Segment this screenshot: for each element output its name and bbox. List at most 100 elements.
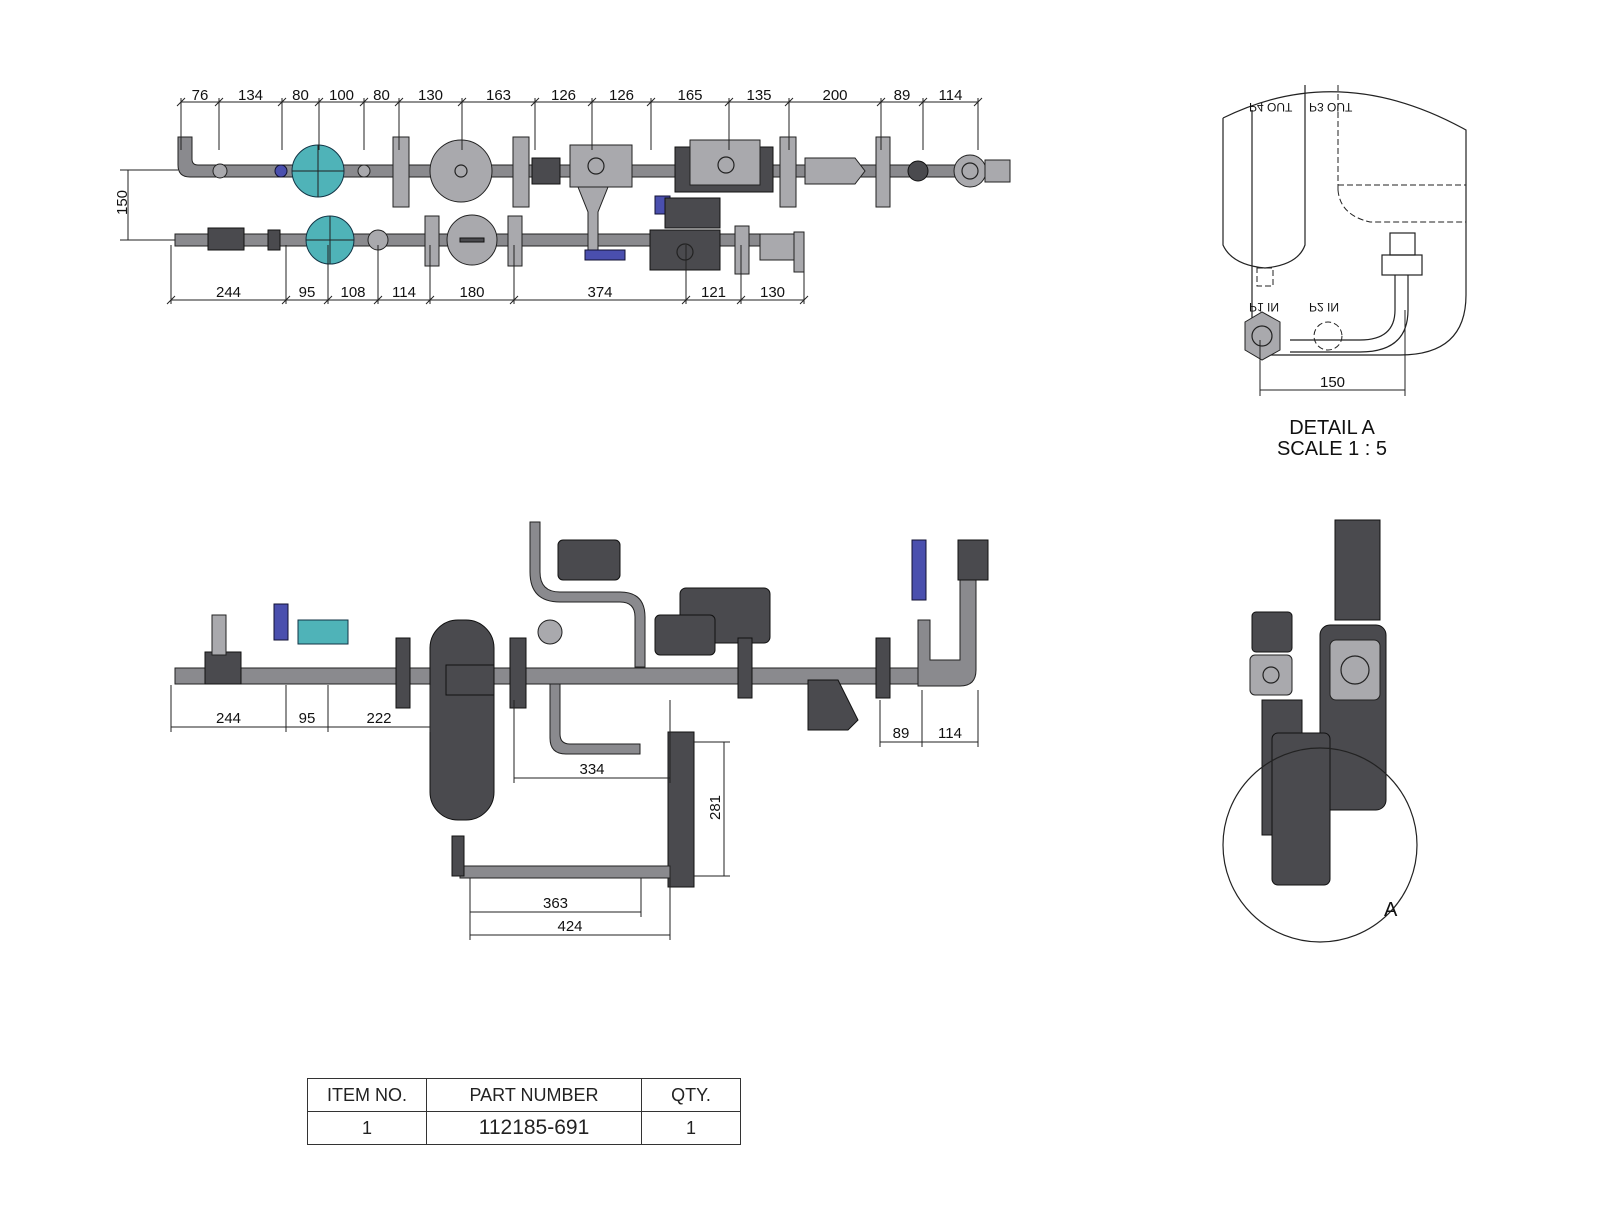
detail-a-circle [1222,747,1418,943]
union [957,539,989,581]
dim-281: 281 [707,795,724,820]
dimension-label: 363 [543,895,568,912]
port-label-p3-out: P3 OUT [1309,100,1353,114]
solenoid [204,651,242,685]
riser-pipe [529,521,646,668]
detail-dim-150: 150 [1320,374,1345,391]
dimension-label: 80 [292,87,309,104]
outlet-elbow [917,569,977,687]
dimension-label: 126 [609,87,634,104]
dimension-label: 89 [894,87,911,104]
flange [734,225,750,275]
cell-item-no: 1 [307,1111,427,1145]
dimension-label: 180 [459,284,484,301]
pressure-gauge [537,619,563,645]
valve-body [531,157,561,185]
dimension-label: 100 [329,87,354,104]
strainer [804,157,866,185]
dimension-label: 108 [340,284,365,301]
table-row: 1 112185-691 1 [307,1111,741,1145]
actuator [1251,611,1293,653]
flange [875,637,891,699]
flange [875,136,891,208]
actuator [557,539,621,581]
bom-header-row: ITEM NO. PART NUMBER QTY. [307,1078,741,1112]
dimension-label: 424 [557,918,582,935]
filter-housing [429,139,493,203]
flange [512,136,530,208]
fitting [212,163,228,179]
solenoid [207,227,245,251]
filter-vessel [429,619,495,821]
actuator-cover [689,139,761,186]
dimension-label: 126 [551,87,576,104]
detail-scale: SCALE 1 : 5 [1276,438,1388,460]
inlet-union [1244,311,1281,361]
fitting [267,229,281,251]
dimension-label: 95 [299,710,316,727]
dimension-label: 244 [216,284,241,301]
detail-title: DETAIL A [1289,417,1375,439]
dim-150-vertical: 150 [114,190,131,215]
dimension-label: 114 [938,725,962,742]
end-fitting [984,159,1011,183]
dimension-label: 89 [893,725,910,742]
flange [392,136,410,208]
dimension-label: 114 [392,284,416,301]
flange [1249,654,1293,696]
dimension-label: 114 [939,87,963,104]
side-view: A [1222,519,1418,943]
fitting [907,160,929,182]
pressure-regulator [297,619,349,645]
bill-of-materials: ITEM NO. PART NUMBER QTY. 1 112185-691 1 [307,1078,741,1145]
dimension-label: 130 [760,284,785,301]
dimension-label: 134 [238,87,263,104]
return-pipe [549,683,641,755]
flange [424,215,440,267]
union [953,154,987,188]
bottom-dimension-chain: 244 95 108 114 180 374 121 130 [166,245,809,305]
flange [507,215,523,267]
cell-part-number: 112185-691 [426,1111,642,1145]
detail-a-title: DETAIL A SCALE 1 : 5 [1232,418,1432,460]
flange [395,637,411,709]
bottom-pipe [459,865,671,879]
header-item-no: ITEM NO. [307,1078,427,1112]
dimension-label: 76 [192,87,209,104]
dimension-label: 121 [701,284,726,301]
header-part-number: PART NUMBER [426,1078,642,1112]
dimension-label: 95 [299,284,316,301]
valve-stack [1334,519,1381,621]
dimension-label: 222 [366,710,391,727]
flange [779,136,797,208]
detail-a-view: P4 OUT P3 OUT P1 IN P2 IN 150 [1222,85,1467,396]
heat-exchanger [667,731,695,888]
cell-qty: 1 [641,1111,741,1145]
port-label-p4-out: P4 OUT [1249,100,1293,114]
flange [737,637,753,699]
dimension-label: 135 [746,87,771,104]
dimension-label: 374 [587,284,612,301]
end-valve [759,233,801,261]
dimension-label: 163 [486,87,511,104]
port-label-p1-in: P1 IN [1249,300,1279,314]
actuator [654,614,716,656]
sensor [273,603,289,641]
dimension-label: 200 [822,87,847,104]
dimension-label: 80 [373,87,390,104]
detail-label: A [1384,899,1398,921]
actuator [569,144,633,188]
flange [509,637,527,709]
header-qty: QTY. [641,1078,741,1112]
solenoid-valve [664,197,721,229]
dimension-label: 334 [579,761,604,778]
dimension-label: 165 [677,87,702,104]
actuator [649,229,721,271]
sensor [274,164,288,178]
port-label-p2-in: P2 IN [1309,300,1339,314]
heat-exchanger [1271,732,1331,886]
